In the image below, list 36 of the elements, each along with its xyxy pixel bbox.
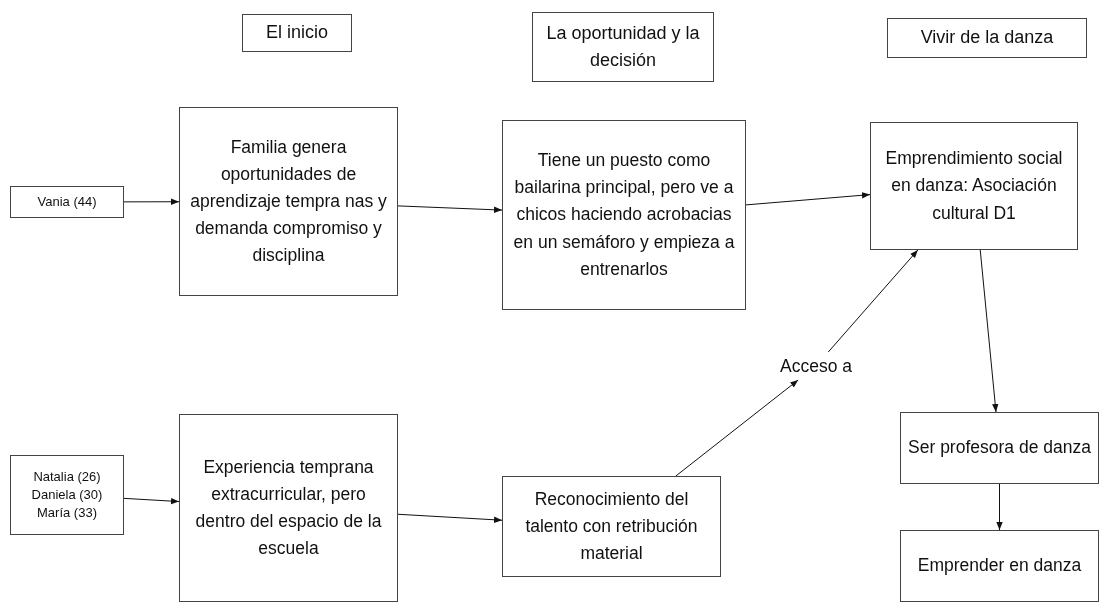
node-text: El inicio bbox=[266, 21, 328, 45]
node-text: Emprendimiento social en danza: Asociación cultural D1 bbox=[884, 147, 1064, 225]
arrow bbox=[123, 198, 180, 205]
stage-header-box bbox=[532, 12, 714, 82]
arrow bbox=[397, 205, 503, 213]
node-text: Vivir de la danza bbox=[920, 26, 1054, 50]
node-text: La oportunidad y la decisión bbox=[545, 22, 701, 72]
node-text: Familia genera oportunidades de aprendizaje tempra nas y demanda compromiso y disciplina bbox=[189, 135, 388, 268]
arrow bbox=[675, 379, 799, 477]
process-box bbox=[870, 122, 1078, 250]
stage-header-box bbox=[887, 18, 1087, 58]
node-text: Daniela (30) bbox=[31, 485, 103, 504]
arrow bbox=[996, 483, 1003, 531]
process-box bbox=[179, 414, 398, 602]
process-box bbox=[502, 120, 746, 310]
arrow bbox=[745, 192, 871, 206]
node-text: Natalia (26) bbox=[33, 467, 101, 486]
process-box bbox=[900, 412, 1099, 484]
node-text: Tiene un puesto como bailarina principal, pero ve a chicos haciendo acrobacias en un semáforo y empieza a entrenarlos bbox=[512, 149, 736, 281]
node-text: Emprender en danza bbox=[917, 554, 1082, 578]
arrow bbox=[827, 249, 919, 353]
node-text: Ser profesora de danza bbox=[908, 436, 1091, 460]
node-text: Experiencia temprana extracurricular, pero dentro del espacio de la escuela bbox=[194, 455, 383, 561]
process-box bbox=[900, 530, 1099, 602]
node-text: María (33) bbox=[37, 504, 97, 523]
node-text: Vania (44) bbox=[37, 194, 97, 210]
arrow bbox=[979, 249, 999, 413]
process-box bbox=[179, 107, 398, 296]
participant-box bbox=[10, 455, 124, 535]
stage-header-box bbox=[242, 14, 352, 52]
arrow bbox=[123, 497, 180, 505]
participant-box bbox=[10, 186, 124, 218]
node-text: Reconocimiento del talento con retribución material bbox=[524, 487, 699, 566]
edge-text: Acceso a bbox=[780, 354, 852, 378]
arrow bbox=[397, 513, 503, 523]
process-box bbox=[502, 476, 721, 577]
